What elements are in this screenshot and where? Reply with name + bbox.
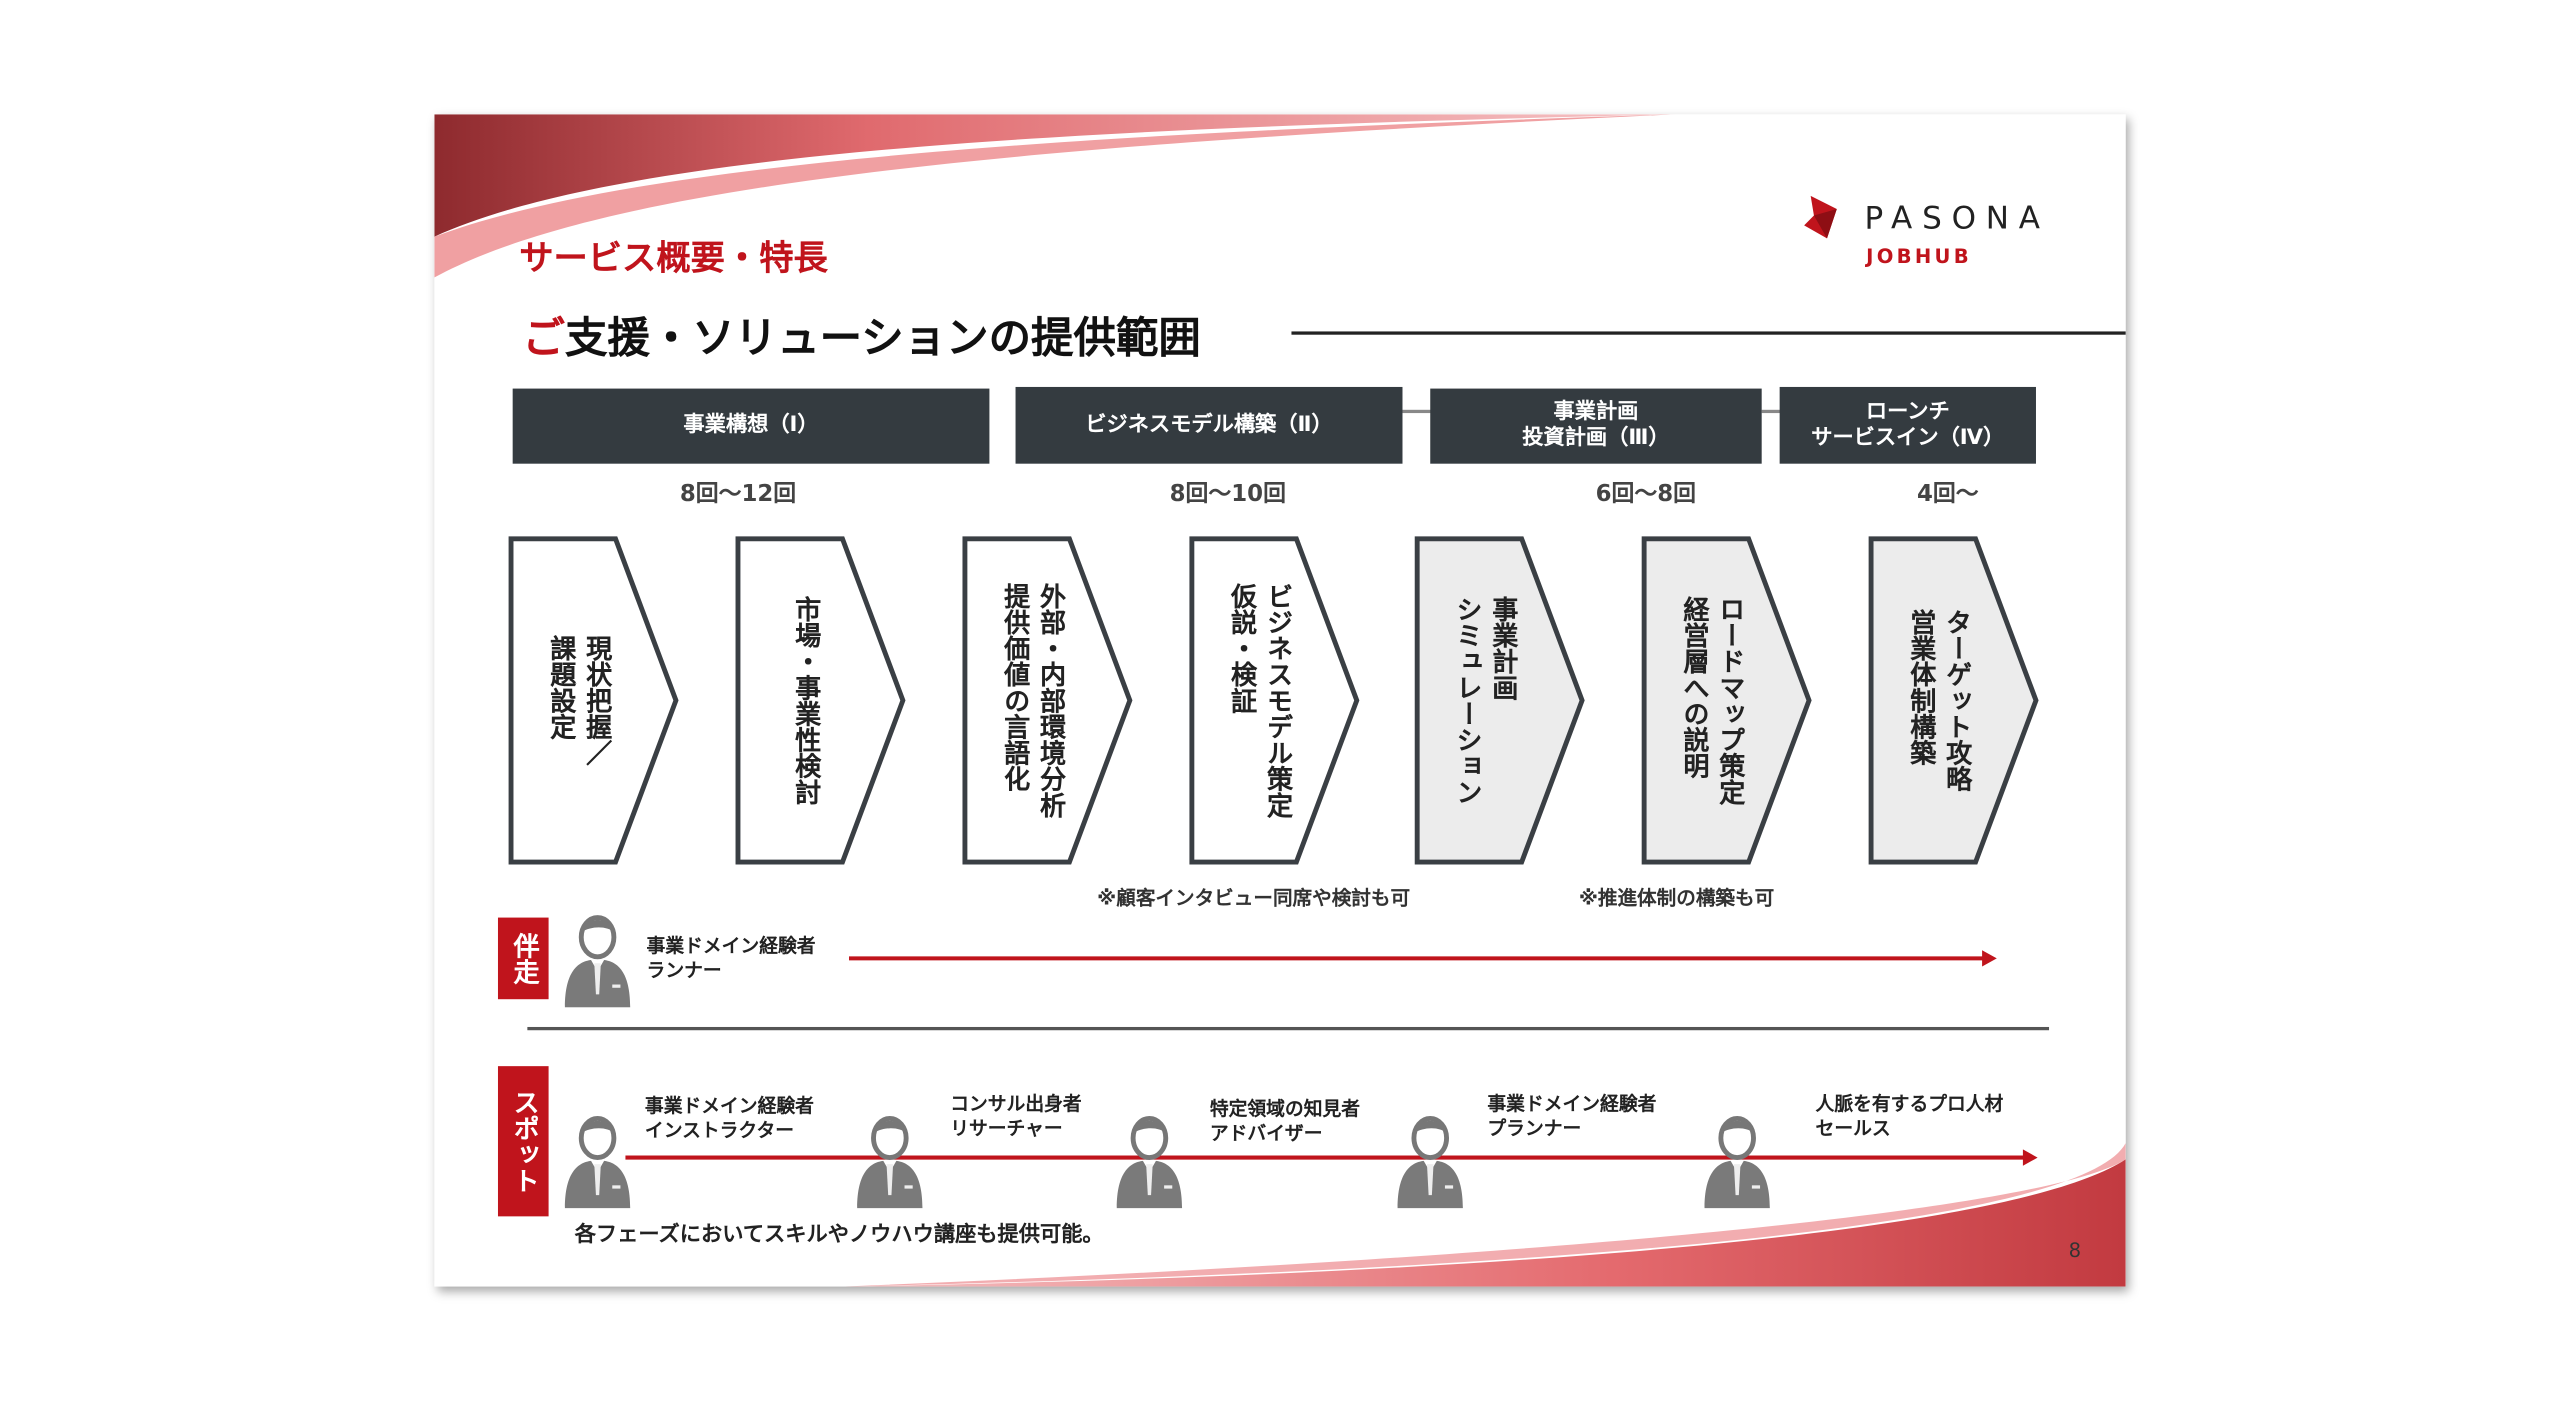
section-divider <box>527 1026 2050 1031</box>
spot-role: 事業ドメイン経験者 インストラクター <box>644 1093 814 1142</box>
title-text: 支援・ソリューションの提供範囲 <box>564 315 1201 365</box>
process-step-chevron: 市場・事業性検討 <box>735 536 908 866</box>
spot-arrow <box>625 1149 2038 1166</box>
phase-header: ローンチ サービスイン（Ⅳ） <box>1779 386 2036 464</box>
accompany-role: 事業ドメイン経験者 ランナー <box>646 933 816 982</box>
step-label: 外部・内部環境分析 提供価値の言語化 <box>999 582 1067 818</box>
person-icon <box>1110 1114 1188 1209</box>
person-icon <box>1391 1114 1469 1209</box>
spot-tag: スポット <box>497 1066 549 1217</box>
page-title: ご支援・ソリューションの提供範囲 <box>522 305 1200 365</box>
process-step-chevron: 事業計画 シミュレーション <box>1414 536 1587 866</box>
decorative-swoosh <box>434 114 2126 1287</box>
logo-name: PASONA <box>1864 200 2050 237</box>
spot-role: コンサル出身者 リサーチャー <box>950 1092 1082 1140</box>
step-label: 市場・事業性検討 <box>790 595 822 805</box>
pasona-logo-icon <box>1804 195 1837 239</box>
footer-note: 各フェーズにおいてスキルやノウハウ講座も提供可能。 <box>574 1222 1104 1248</box>
step-label: 事業計画 シミュレーション <box>1451 595 1519 805</box>
note: ※顧客インタビュー同席や検討も可 <box>1097 886 1411 910</box>
step-label: ターゲット攻略 営業体制構築 <box>1905 608 1973 792</box>
phase-count: 4回〜 <box>1916 481 1979 508</box>
phase-header: 事業構想（Ⅰ） <box>512 388 990 464</box>
spot-tag-label: スポット <box>508 1089 540 1194</box>
person-icon <box>558 1114 636 1209</box>
person-icon <box>558 913 636 1008</box>
phase-connector <box>1402 409 1432 414</box>
phase-header: 事業計画 投資計画（Ⅲ） <box>1430 388 1762 464</box>
accompany-tag-label: 伴走 <box>508 932 540 985</box>
step-label: ビジネスモデル策定 仮説・検証 <box>1226 582 1294 818</box>
logo-sub: JOBHUB <box>1866 244 1972 268</box>
section-subtitle: サービス概要・特長 <box>519 238 828 278</box>
process-step-chevron: 外部・内部環境分析 提供価値の言語化 <box>962 536 1135 866</box>
spot-role: 人脈を有するプロ人材 セールス <box>1815 1092 2004 1140</box>
spot-role: 特定領域の知見者 アドバイザー <box>1209 1097 1361 1145</box>
phase-count: 8回〜12回 <box>679 481 797 508</box>
step-label: 現状把握／ 課題設定 <box>545 635 613 766</box>
note: ※推進体制の構築も可 <box>1578 886 1775 910</box>
title-accent: ご <box>522 315 565 365</box>
person-icon <box>1698 1114 1776 1209</box>
accompany-tag: 伴走 <box>497 917 549 1000</box>
slide: サービス概要・特長 ご支援・ソリューションの提供範囲 PASONA JOBHUB… <box>434 114 2126 1287</box>
phase-header: ビジネスモデル構築（Ⅱ） <box>1015 386 1403 464</box>
title-rule <box>1291 331 2126 335</box>
process-step-chevron: 現状把握／ 課題設定 <box>508 536 681 866</box>
spot-role: 事業ドメイン経験者 プランナー <box>1487 1092 1657 1140</box>
step-label: ロードマップ策定 経営層への説明 <box>1678 595 1746 805</box>
person-icon <box>851 1114 929 1209</box>
process-step-chevron: ロードマップ策定 経営層への説明 <box>1641 536 1814 866</box>
process-step-chevron: ターゲット攻略 営業体制構築 <box>1868 536 2041 866</box>
phase-count: 8回〜10回 <box>1169 481 1286 508</box>
accompany-arrow <box>849 950 1997 967</box>
page-number: 8 <box>2068 1239 2082 1263</box>
phase-connector <box>1761 409 1782 414</box>
phase-count: 6回〜8回 <box>1595 481 1696 508</box>
process-step-chevron: ビジネスモデル策定 仮説・検証 <box>1189 536 1362 866</box>
